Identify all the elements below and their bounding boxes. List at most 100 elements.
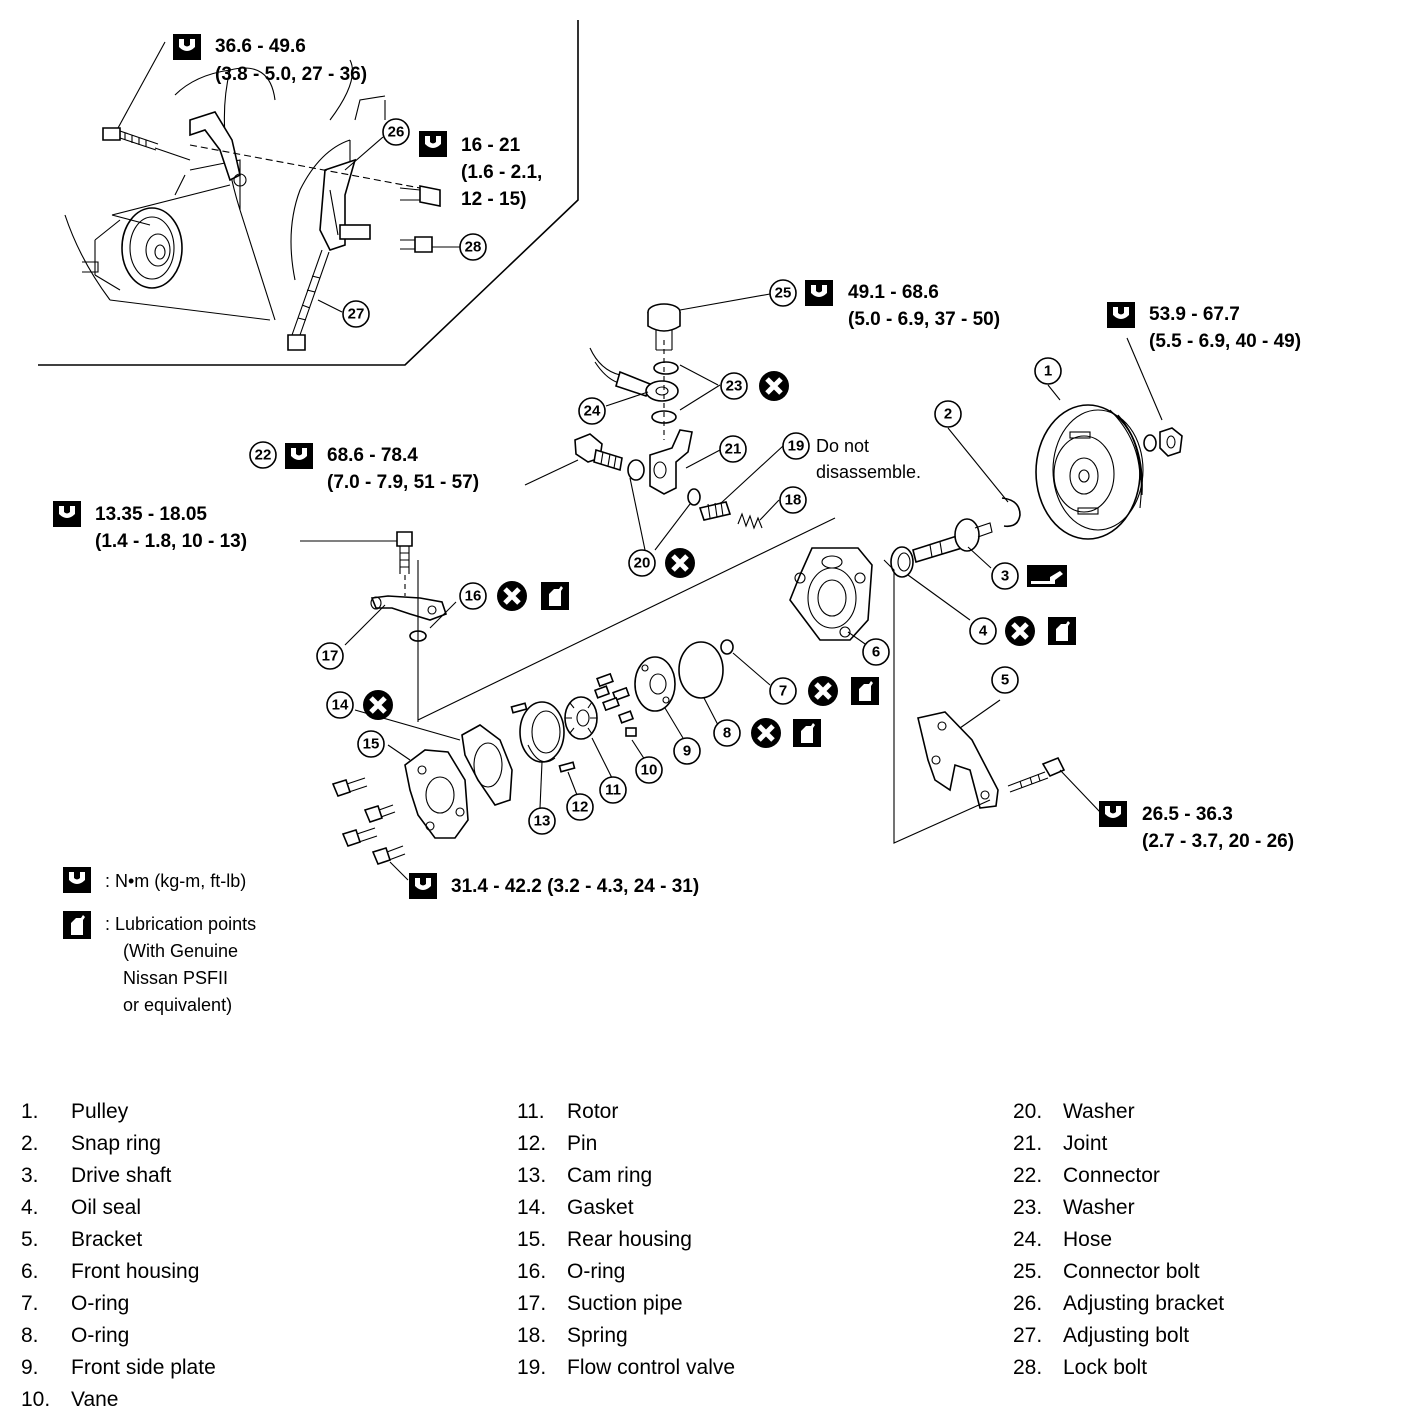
torque-spec-rear-housing: 31.4 - 42.2 (3.2 - 4.3, 24 - 31) (409, 873, 699, 899)
callout-11: 11 (599, 776, 627, 804)
svg-text:22: 22 (255, 447, 272, 464)
svg-text:8: 8 (723, 725, 731, 742)
callout-16: 16 (459, 582, 487, 610)
part-number: 13. (517, 1164, 547, 1187)
svg-text:23: 23 (726, 378, 743, 395)
svg-text:36.6 - 49.6: 36.6 - 49.6 (215, 36, 306, 57)
list-item: 10.Vane (21, 1384, 216, 1416)
bracket-bolt (1007, 756, 1066, 793)
callout-13: 13 (528, 807, 556, 835)
svg-text:15: 15 (363, 736, 380, 753)
pulley-nut (1143, 427, 1183, 457)
washer-20-upper (627, 459, 645, 481)
callout-17: 17 (316, 642, 344, 670)
list-item: 3.Drive shaft (21, 1160, 216, 1192)
torque-wrench-icon (1099, 801, 1127, 827)
part-number: 21. (1013, 1132, 1043, 1155)
part-number: 4. (21, 1196, 39, 1219)
lube-icon-16 (541, 582, 569, 610)
part-number: 17. (517, 1292, 547, 1315)
part-number: 5. (21, 1228, 39, 1251)
part-number: 14. (517, 1196, 547, 1219)
drive-shaft (912, 518, 993, 564)
joint (649, 429, 693, 495)
svg-text:5: 5 (1001, 672, 1009, 689)
svg-text:11: 11 (605, 782, 621, 799)
svg-text:: Lubrication points: : Lubrication points (105, 914, 256, 934)
part-number: 11. (517, 1100, 545, 1123)
part-number: 27. (1013, 1324, 1043, 1347)
svg-text:18: 18 (785, 492, 802, 509)
svg-text:16 - 21: 16 - 21 (461, 135, 521, 156)
svg-text:(1.6 - 2.1,: (1.6 - 2.1, (461, 162, 542, 183)
svg-text:26.5 - 36.3: 26.5 - 36.3 (1142, 804, 1233, 825)
callout-20: 20 (628, 549, 656, 577)
svg-text:disassemble.: disassemble. (816, 462, 921, 482)
torque-wrench-icon (63, 867, 91, 893)
torque-wrench-icon (53, 501, 81, 527)
svg-text:7: 7 (779, 683, 787, 700)
assembly-line-rear (417, 517, 836, 722)
front-side-plate (634, 656, 676, 712)
torque-wrench-icon (1107, 302, 1135, 328)
part-name: Flow control valve (567, 1356, 736, 1379)
list-item: 13.Cam ring (517, 1160, 735, 1192)
pin-lower (558, 761, 576, 773)
part-number: 12. (517, 1132, 547, 1155)
leader-lines (117, 41, 1163, 881)
svg-text:9: 9 (683, 743, 691, 760)
lube-icon-7 (851, 677, 879, 705)
svg-text:12 - 15): 12 - 15) (461, 189, 526, 210)
callout-19: 19 (782, 432, 810, 460)
spring (737, 512, 763, 530)
svg-text:6: 6 (872, 644, 880, 661)
replace-icon-23 (759, 371, 789, 401)
lube-icon (63, 911, 91, 939)
part-name: Pin (567, 1132, 598, 1155)
part-name: Adjusting bolt (1063, 1324, 1190, 1347)
svg-text:28: 28 (465, 239, 482, 256)
svg-text:68.6 - 78.4: 68.6 - 78.4 (327, 445, 418, 466)
list-item: 24.Hose (1013, 1224, 1224, 1256)
part-number: 8. (21, 1324, 39, 1347)
svg-text:(2.7 - 3.7, 20 - 26): (2.7 - 3.7, 20 - 26) (1142, 831, 1294, 852)
svg-text:: N•m (kg-m, ft-lb): : N•m (kg-m, ft-lb) (105, 871, 246, 891)
list-item: 4.Oil seal (21, 1192, 216, 1224)
callout-14: 14 (326, 691, 354, 719)
washer-20-lower (687, 488, 701, 506)
svg-text:13.35 - 18.05: 13.35 - 18.05 (95, 504, 207, 525)
torque-spec-connector-bolt: 49.1 - 68.6 (5.0 - 6.9, 37 - 50) (805, 280, 1000, 330)
part-name: O-ring (71, 1292, 130, 1315)
o-ring-8 (678, 641, 724, 699)
callout-10: 10 (635, 756, 663, 784)
svg-text:(7.0 - 7.9, 51 - 57): (7.0 - 7.9, 51 - 57) (327, 472, 479, 493)
assembly-line-bracket (883, 559, 991, 844)
svg-text:12: 12 (572, 799, 589, 816)
part-number: 23. (1013, 1196, 1043, 1219)
callout-3: 3 (991, 562, 1019, 590)
list-item: 1.Pulley (21, 1096, 216, 1128)
suction-pipe-bolt (396, 531, 413, 574)
suction-pipe (370, 595, 448, 621)
svg-text:16: 16 (465, 588, 482, 605)
svg-text:1: 1 (1044, 363, 1052, 380)
rear-housing-bolts (331, 777, 406, 865)
replace-icon-14 (363, 690, 393, 720)
lube-icon-8 (793, 719, 821, 747)
list-item: 2.Snap ring (21, 1128, 216, 1160)
torque-wrench-icon (409, 873, 437, 899)
list-item: 14.Gasket (517, 1192, 735, 1224)
part-number: 26. (1013, 1292, 1043, 1315)
callout-8: 8 (713, 719, 741, 747)
svg-text:(1.4 - 1.8, 10 - 13): (1.4 - 1.8, 10 - 13) (95, 531, 247, 552)
snap-ring (1001, 497, 1021, 528)
callout-5: 5 (991, 666, 1019, 694)
svg-text:10: 10 (641, 762, 658, 779)
part-number: 15. (517, 1228, 547, 1251)
part-number: 1. (21, 1100, 39, 1123)
part-number: 20. (1013, 1100, 1043, 1123)
list-item: 28.Lock bolt (1013, 1352, 1224, 1384)
list-item: 19.Flow control valve (517, 1352, 735, 1384)
list-item: 18.Spring (517, 1320, 735, 1352)
